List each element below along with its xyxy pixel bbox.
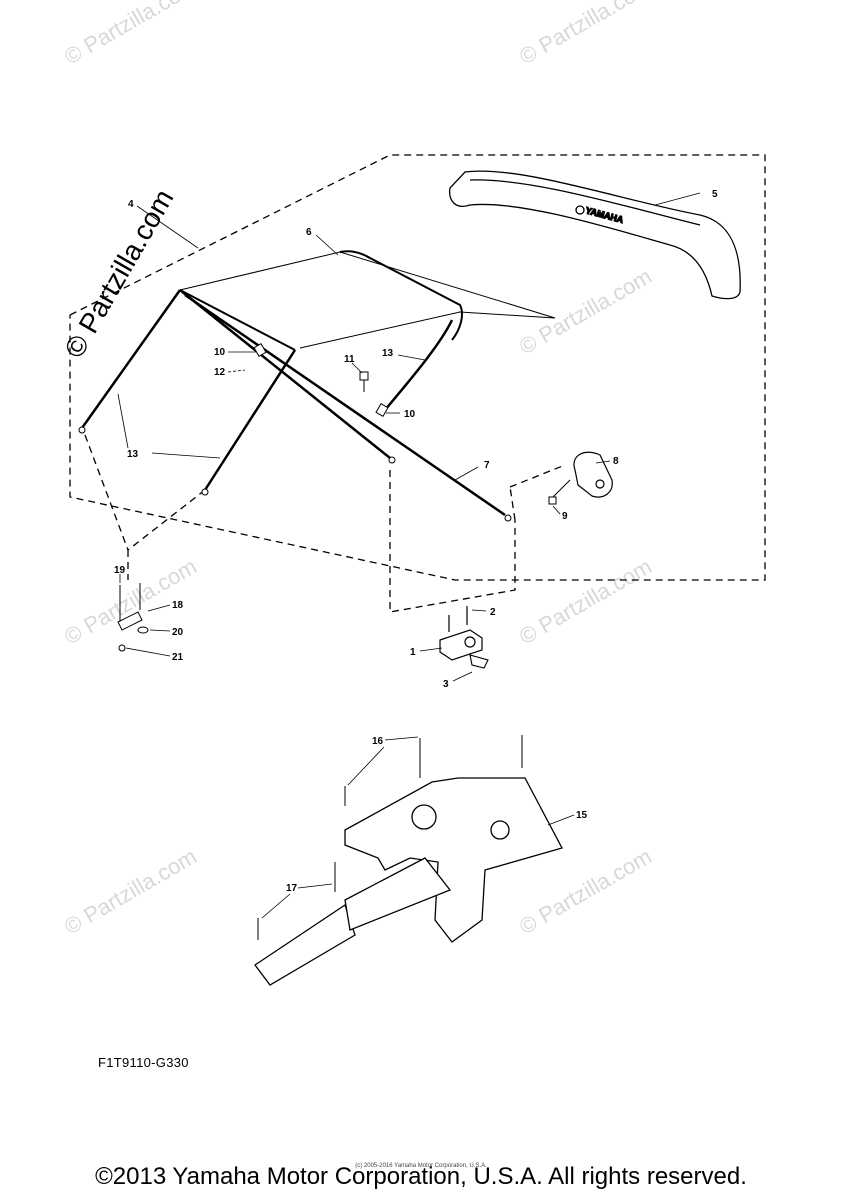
- callout-15: 15: [576, 810, 588, 821]
- watermarks: © Partzilla.com © Partzilla.com © Partzi…: [58, 0, 656, 939]
- part-11-bolt: [359, 371, 369, 392]
- part-15-mat: [344, 777, 563, 943]
- callout-5: 5: [712, 189, 718, 200]
- callout-13: 13: [127, 449, 139, 460]
- part-9-bolt: [548, 479, 571, 505]
- callout-20: 20: [172, 627, 184, 638]
- callout-10-right: 10: [404, 409, 416, 420]
- callout-14: 13: [382, 348, 394, 359]
- watermark: © Partzilla.com: [515, 0, 656, 69]
- callout-labels: 4 5 6 10 12 11 13 10 13 7 8 9 2 1 3 19: [114, 189, 718, 919]
- watermark: © Partzilla.com: [515, 264, 656, 360]
- callout-11: 11: [344, 354, 355, 365]
- part-5-storage-cover: YAMAHA: [449, 170, 741, 300]
- small-copyright: (c) 2005-2016 Yamaha Motor Corporation, …: [355, 1163, 487, 1169]
- watermark: © Partzilla.com: [60, 0, 201, 69]
- callout-2: 2: [490, 607, 496, 618]
- callout-9: 9: [562, 511, 568, 522]
- watermark: © Partzilla.com: [60, 844, 201, 940]
- diagram-code: F1T9110-G330: [98, 1055, 189, 1070]
- callout-3: 3: [443, 679, 449, 690]
- part-3-knob: [469, 654, 489, 669]
- pole-ends: [78, 342, 512, 522]
- callout-8: 8: [613, 456, 619, 467]
- copyright-notice: ©2013 Yamaha Motor Corporation, U.S.A. A…: [95, 1163, 747, 1190]
- frame-poles: [80, 289, 506, 517]
- callout-18: 18: [172, 600, 184, 611]
- part-16-fasteners: [257, 735, 523, 940]
- watermark: © Partzilla.com: [515, 844, 656, 940]
- part-1-deck-mount: [439, 606, 483, 661]
- callout-6: 6: [306, 227, 312, 238]
- watermark: © Partzilla.com: [515, 554, 656, 650]
- callout-17: 17: [286, 883, 298, 894]
- callout-16: 16: [372, 736, 384, 747]
- callout-4: 4: [128, 199, 134, 210]
- assembly-outline: [69, 154, 766, 613]
- part-8-mount-bracket: [573, 451, 613, 498]
- callout-10-left: 10: [214, 347, 226, 358]
- callout-7: 7: [484, 460, 490, 471]
- callout-12: 12: [214, 367, 226, 378]
- callout-1: 1: [410, 647, 416, 658]
- callout-21: 21: [172, 652, 184, 663]
- part-6-canopy: [179, 250, 556, 351]
- parts-18-21-hardware: [117, 583, 149, 652]
- part-17-mats: [254, 857, 452, 986]
- watermark-main: © Partzilla.com: [58, 184, 179, 363]
- callout-19: 19: [114, 565, 126, 576]
